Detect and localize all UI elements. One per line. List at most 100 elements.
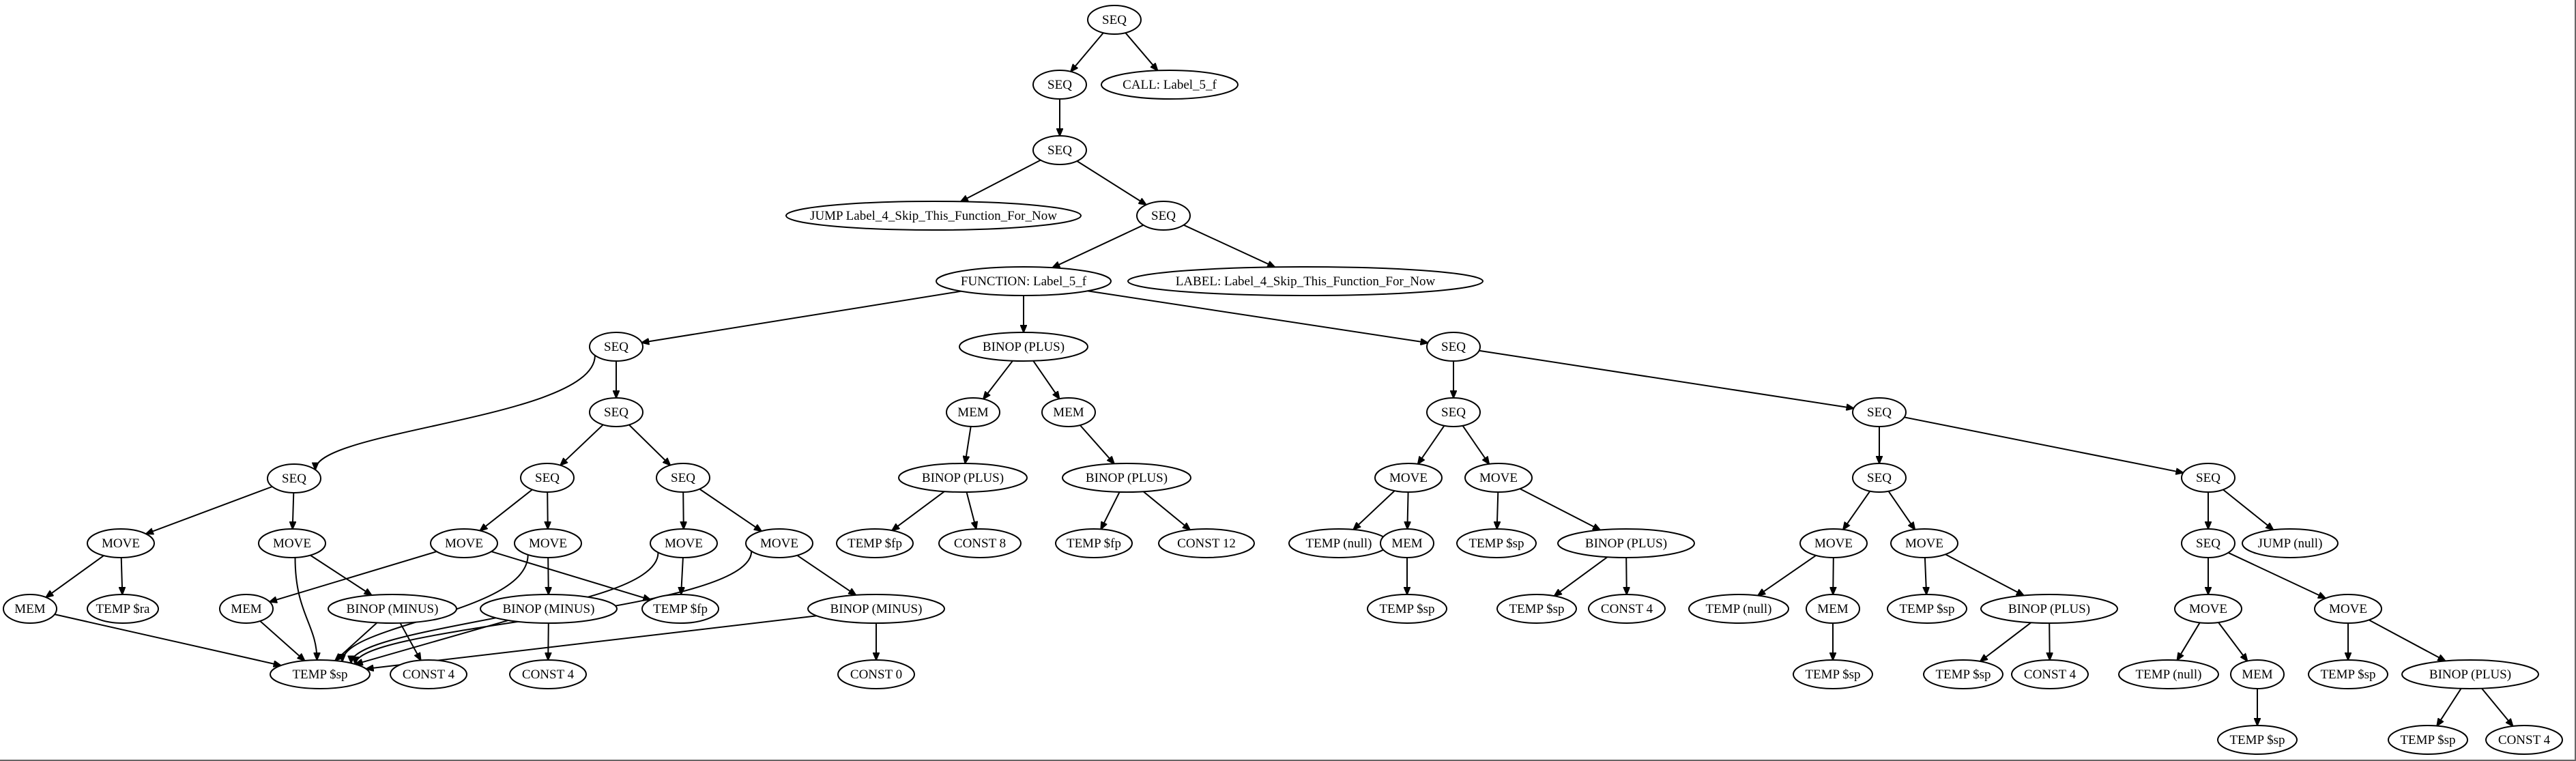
- node-n73: CONST 4: [2485, 725, 2563, 755]
- node-ellipse: [589, 332, 643, 362]
- node-n10: BINOP (PLUS): [959, 332, 1088, 362]
- node-ellipse: [1923, 659, 2003, 689]
- node-label: TEMP $sp: [1468, 536, 1524, 551]
- node-ellipse: [514, 528, 582, 558]
- edge-n19-to-n21: [399, 622, 421, 661]
- node-n51: CONST 4: [1588, 594, 1666, 624]
- node-ellipse: [836, 528, 914, 558]
- node-n62: CONST 4: [2011, 659, 2089, 689]
- node-ellipse: [1055, 528, 1133, 558]
- edge-n25-to-n26: [548, 557, 549, 594]
- node-ellipse: [2314, 594, 2382, 624]
- node-label: MEM: [1391, 536, 1423, 551]
- edge-n7-to-n9: [641, 290, 961, 343]
- node-n45: TEMP (null): [1288, 528, 1389, 558]
- node-label: TEMP $fp: [1067, 536, 1121, 551]
- node-ellipse: [1041, 397, 1096, 427]
- edge-n53-to-n55: [1887, 491, 1915, 530]
- node-ellipse: [1136, 201, 1191, 231]
- edge-n55-to-n60: [1945, 554, 2024, 595]
- node-ellipse: [938, 528, 1022, 558]
- node-label: MOVE: [445, 536, 483, 551]
- node-ellipse: [1456, 528, 1537, 558]
- node-n57: MEM: [1806, 594, 1860, 624]
- node-ellipse: [270, 659, 371, 689]
- node-n52: SEQ: [1852, 397, 1907, 427]
- edge-n7-to-n41: [1087, 290, 1428, 343]
- node-n71: BINOP (PLUS): [2401, 659, 2539, 689]
- node-ellipse: [589, 397, 643, 427]
- node-ellipse: [87, 528, 155, 558]
- edge-n63-to-n64: [2223, 489, 2274, 530]
- node-ellipse: [1980, 594, 2118, 624]
- node-label: BINOP (MINUS): [830, 602, 923, 616]
- node-ellipse: [1557, 528, 1695, 558]
- node-ellipse: [1380, 528, 1434, 558]
- node-n25: MOVE: [514, 528, 582, 558]
- node-n16: MEM: [3, 594, 57, 624]
- node-label: TEMP $ra: [96, 602, 151, 616]
- node-label: SEQ: [1867, 405, 1892, 420]
- node-label: BINOP (MINUS): [503, 602, 595, 616]
- node-ellipse: [656, 463, 710, 493]
- node-n49: BINOP (PLUS): [1557, 528, 1695, 558]
- node-n58: TEMP $sp: [1793, 659, 1873, 689]
- node-n63: SEQ: [2181, 463, 2235, 493]
- edge-n60-to-n62: [2049, 622, 2050, 660]
- node-n56: TEMP (null): [1688, 594, 1789, 624]
- node-n41: SEQ: [1426, 332, 1481, 362]
- node-ellipse: [1032, 70, 1087, 100]
- edge-n11-to-n14: [146, 486, 273, 534]
- node-label: MEM: [957, 405, 989, 420]
- node-label: TEMP $sp: [1379, 602, 1434, 616]
- edge-n10-to-n34: [1032, 360, 1059, 399]
- node-n15: MOVE: [258, 528, 326, 558]
- node-label: SEQ: [1867, 471, 1892, 485]
- node-n55: MOVE: [1890, 528, 1958, 558]
- node-n5: JUMP Label_4_Skip_This_Function_For_Now: [785, 201, 1082, 231]
- node-label: SEQ: [1102, 13, 1127, 27]
- node-ellipse: [2388, 725, 2468, 755]
- node-ellipse: [946, 397, 1000, 427]
- edge-n41-to-n52: [1479, 349, 1854, 408]
- node-label: BINOP (PLUS): [1086, 471, 1168, 485]
- edge-n14-to-n16: [46, 555, 104, 597]
- node-label: BINOP (PLUS): [922, 471, 1004, 485]
- node-ellipse: [430, 528, 498, 558]
- node-label: TEMP $sp: [1935, 667, 1991, 682]
- edge-n15-to-n20: [294, 557, 317, 660]
- node-n17: TEMP $ra: [87, 594, 159, 624]
- node-label: BINOP (MINUS): [347, 602, 439, 616]
- node-ellipse: [509, 659, 587, 689]
- edge-n22-to-n25: [547, 491, 548, 529]
- node-ellipse: [3, 594, 57, 624]
- node-label: TEMP (null): [1706, 602, 1772, 616]
- node-label: SEQ: [1441, 405, 1466, 420]
- node-label: JUMP Label_4_Skip_This_Function_For_Now: [810, 209, 1057, 223]
- node-ellipse: [520, 463, 575, 493]
- node-ellipse: [2401, 659, 2539, 689]
- node-label: TEMP $fp: [653, 602, 708, 616]
- node-label: TEMP $fp: [848, 536, 902, 551]
- node-n72: TEMP $sp: [2388, 725, 2468, 755]
- node-ellipse: [1890, 528, 1958, 558]
- node-ellipse: [959, 332, 1088, 362]
- node-ellipse: [480, 594, 618, 624]
- edge-n26-to-n27: [548, 622, 549, 660]
- node-label: CONST 4: [2498, 733, 2551, 747]
- node-n24: MOVE: [430, 528, 498, 558]
- node-n27: CONST 4: [509, 659, 587, 689]
- node-ellipse: [2118, 659, 2219, 689]
- edge-n34-to-n38: [1080, 425, 1114, 463]
- edge-n71-to-n72: [2437, 688, 2462, 726]
- node-label: BINOP (PLUS): [2008, 602, 2090, 616]
- node-n74: SEQ: [2181, 528, 2235, 558]
- node-ellipse: [87, 594, 159, 624]
- edge-n43-to-n46: [1407, 491, 1408, 529]
- node-ellipse: [1087, 5, 1142, 35]
- node-label: CONST 4: [1601, 602, 1653, 616]
- edge-n22-to-n24: [480, 489, 533, 530]
- node-n43: MOVE: [1374, 463, 1443, 493]
- node-label: MEM: [14, 602, 46, 616]
- node-n68: MEM: [2230, 659, 2285, 689]
